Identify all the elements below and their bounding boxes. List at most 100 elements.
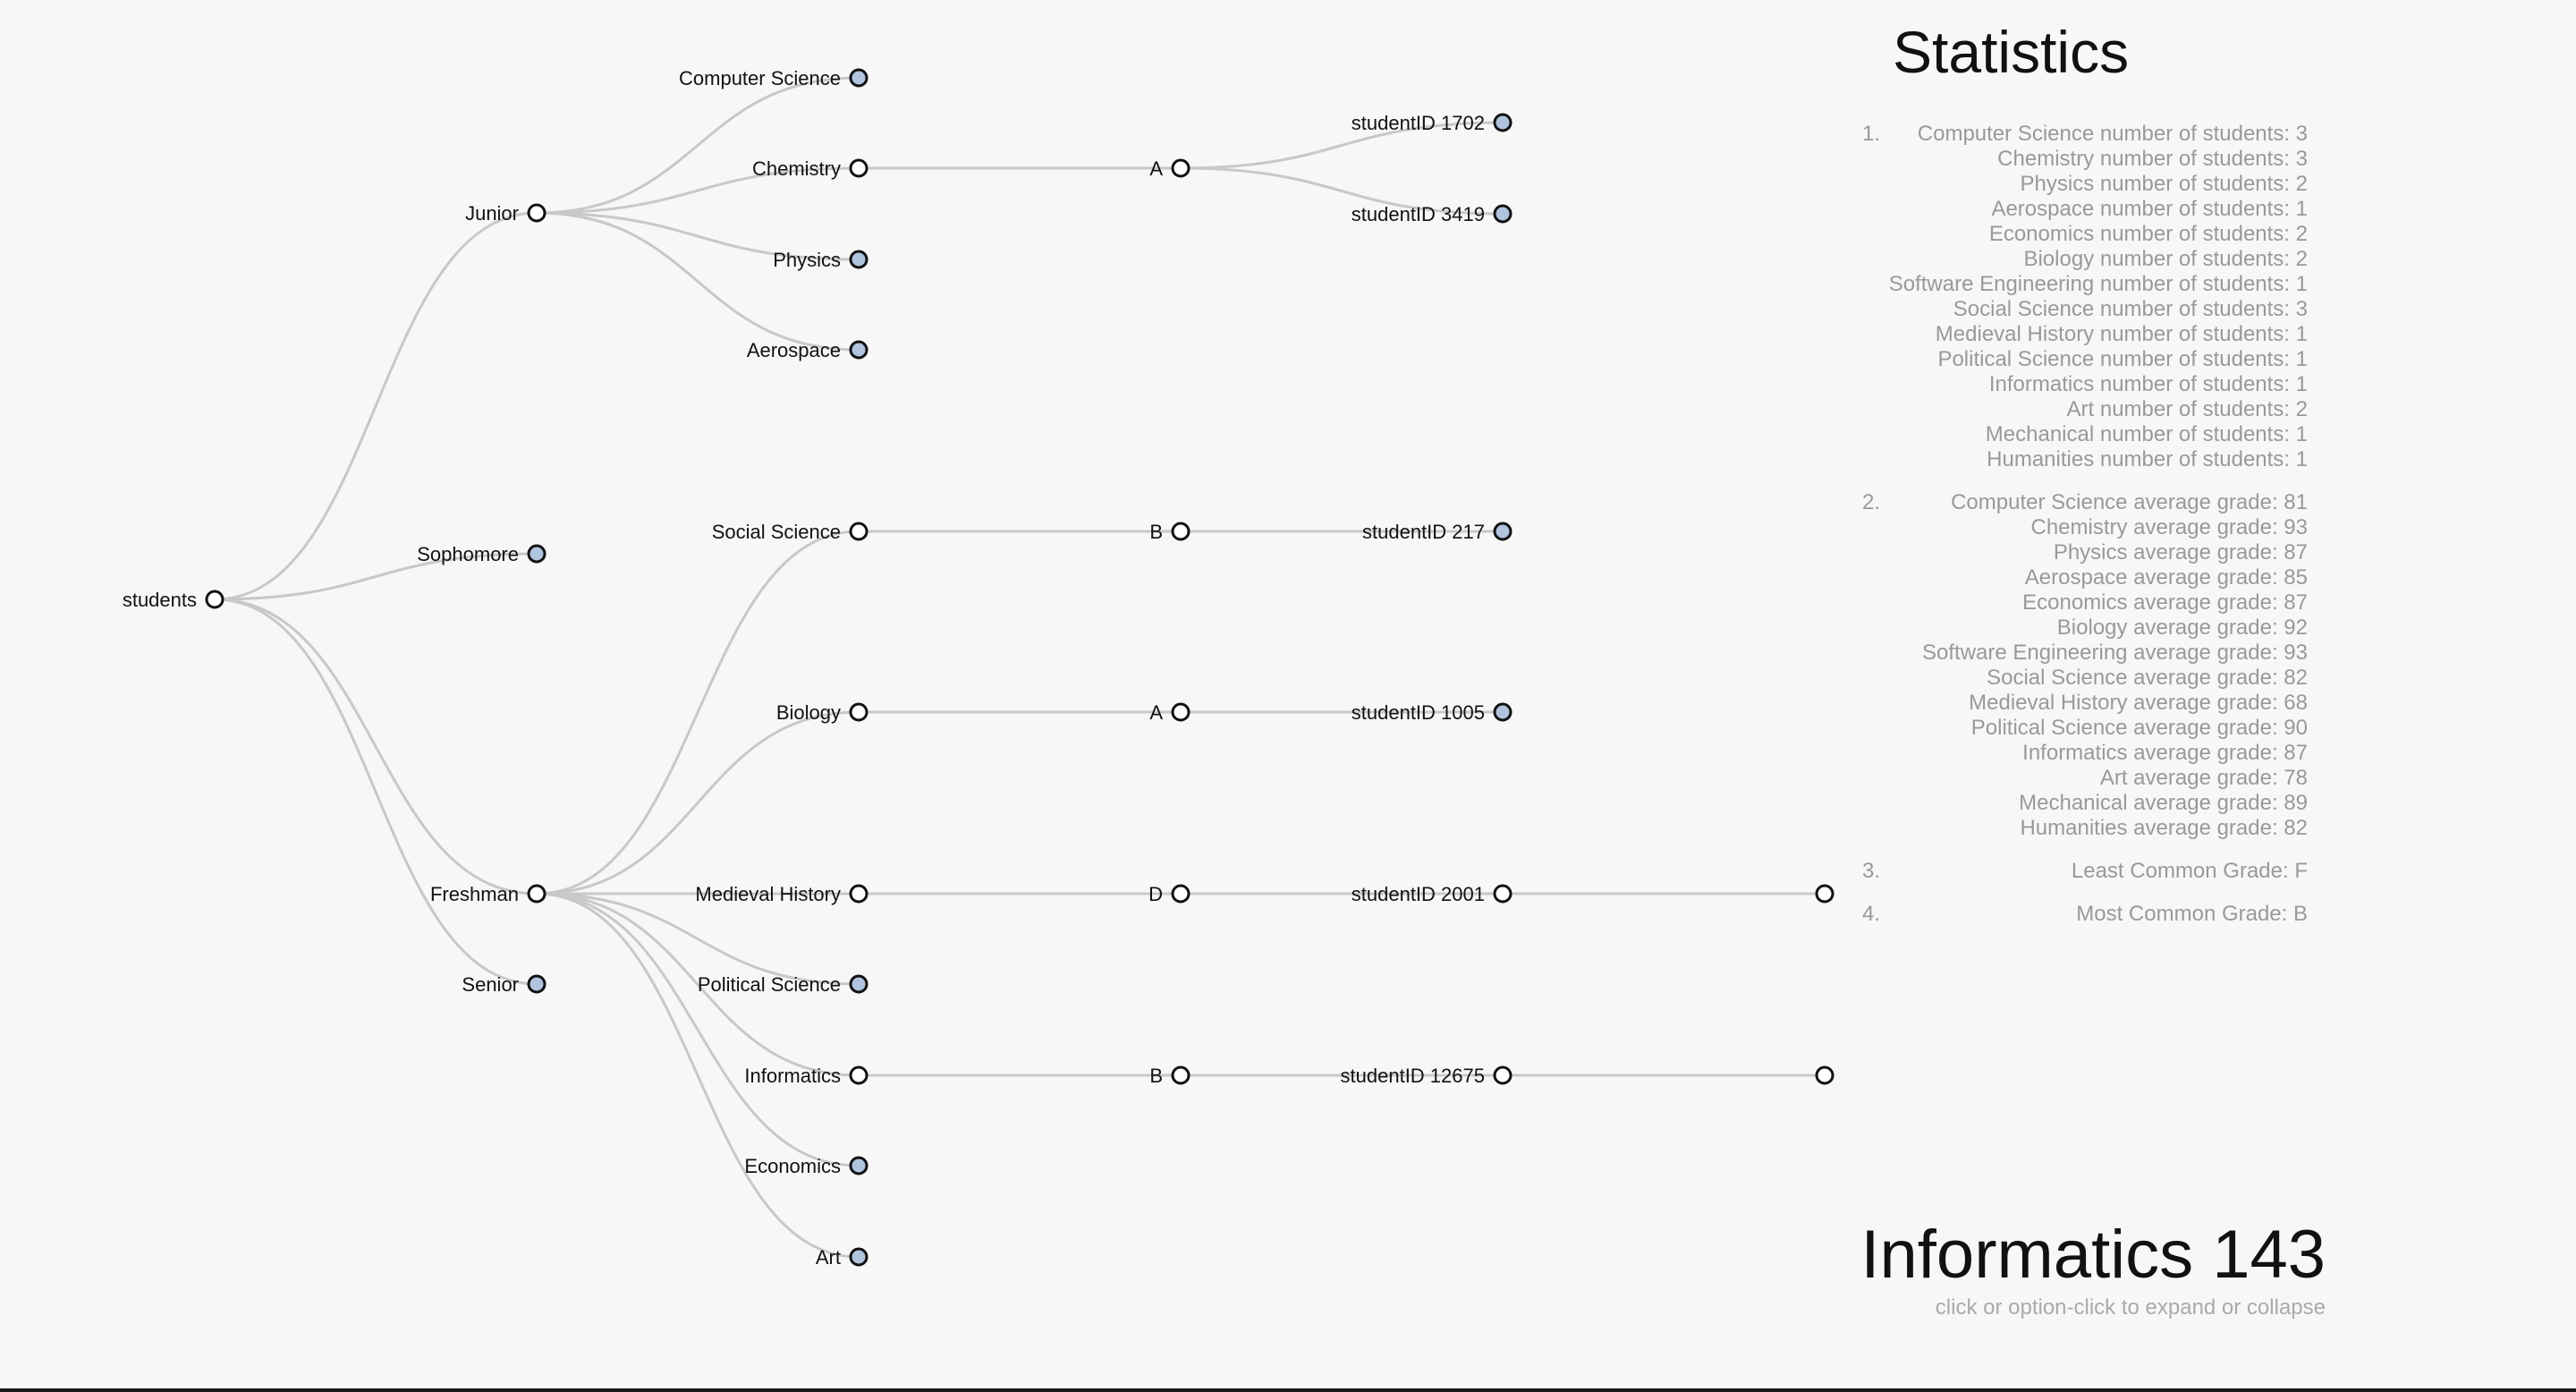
tree-node-major-biology[interactable]: Biology [776, 701, 869, 724]
tree-node-leaf-2-circle[interactable] [1815, 1065, 1835, 1085]
tree-node-studentid-2001[interactable]: studentID 2001 [1352, 883, 1513, 905]
tree-node-studentid-1702[interactable]: studentID 1702 [1352, 112, 1513, 134]
tree-node-grade-biology[interactable]: A [1149, 701, 1191, 724]
tree-node-year-junior-circle[interactable] [527, 203, 547, 223]
tree-link [1180, 166, 1504, 216]
tree-node-major-biology-label: Biology [776, 701, 841, 724]
tree-node-major-political-science-circle[interactable] [849, 974, 869, 994]
tree-node-year-sophomore-label: Sophomore [417, 543, 519, 565]
tree-link [536, 892, 860, 1077]
tree-node-studentid-3419-circle[interactable] [1493, 204, 1513, 224]
stats-item: Art number of students: 2 [2066, 397, 2308, 421]
tree-node-major-medieval-history[interactable]: Medieval History [695, 883, 869, 905]
tree-node-major-chemistry-label: Chemistry [752, 157, 841, 180]
tree-node-grade-medieval-history-label: D [1148, 883, 1163, 905]
tree-node-major-social-science-circle[interactable] [849, 522, 869, 541]
tree-node-grade-chemistry-circle[interactable] [1171, 158, 1191, 178]
tree-node-leaf-1[interactable] [1815, 884, 1835, 904]
tree-node-major-economics-circle[interactable] [849, 1156, 869, 1176]
tree-node-year-sophomore-circle[interactable] [527, 544, 547, 564]
tree-node-studentid-1005-circle[interactable] [1493, 702, 1513, 722]
tree-node-studentid-3419-label: studentID 3419 [1352, 203, 1485, 225]
tree-node-major-physics[interactable]: Physics [773, 249, 869, 271]
tree-node-grade-social-science[interactable]: B [1149, 521, 1191, 543]
tree-node-studentid-1702-circle[interactable] [1493, 113, 1513, 132]
stats-item: Humanities average grade: 82 [2020, 816, 2308, 840]
tree-node-studentid-3419[interactable]: studentID 3419 [1352, 203, 1513, 225]
stats-section-items: Least Common Grade: F [1852, 859, 2308, 884]
tree-node-grade-chemistry[interactable]: A [1149, 157, 1191, 180]
tree-node-studentid-217-label: studentID 217 [1362, 521, 1485, 543]
tree-link [536, 166, 860, 215]
tree-node-grade-informatics[interactable]: B [1149, 1065, 1191, 1087]
tree-node-major-physics-circle[interactable] [849, 250, 869, 269]
tree-node-year-senior-label: Senior [462, 973, 519, 996]
tree-link [536, 76, 860, 215]
tree-node-major-political-science-label: Political Science [698, 973, 841, 996]
tree-node-major-social-science[interactable]: Social Science [712, 521, 869, 543]
tree-node-year-junior-label: Junior [465, 202, 519, 225]
tree-node-major-art[interactable]: Art [816, 1246, 869, 1269]
tree-node-major-aerospace[interactable]: Aerospace [747, 339, 869, 361]
tree-link [536, 710, 860, 895]
stats-item: Medieval History average grade: 68 [1969, 691, 2308, 715]
tree-node-major-art-circle[interactable] [849, 1247, 869, 1267]
stats-section-number: 3. [1862, 859, 1881, 883]
tree-links [214, 76, 1825, 1259]
tree-node-grade-medieval-history-circle[interactable] [1171, 884, 1191, 904]
tree-node-studentid-12675-label: studentID 12675 [1341, 1065, 1485, 1087]
tree-node-major-medieval-history-circle[interactable] [849, 884, 869, 904]
tree-node-grade-biology-circle[interactable] [1171, 702, 1191, 722]
tree-node-major-economics[interactable]: Economics [744, 1155, 869, 1177]
tree-node-studentid-217-circle[interactable] [1493, 522, 1513, 541]
stats-section-number: 4. [1862, 902, 1881, 926]
tree-node-grade-informatics-circle[interactable] [1171, 1065, 1191, 1085]
tree-node-major-computer-science-circle[interactable] [849, 68, 869, 88]
tree-node-year-junior[interactable]: Junior [465, 202, 547, 225]
tree-node-studentid-2001-circle[interactable] [1493, 884, 1513, 904]
window-bottom-edge [0, 1388, 2576, 1392]
tree-node-studentid-217[interactable]: studentID 217 [1362, 521, 1513, 543]
tree-node-root-circle[interactable] [205, 590, 225, 609]
tree-node-major-chemistry-circle[interactable] [849, 158, 869, 178]
tree-node-studentid-1005[interactable]: studentID 1005 [1352, 701, 1513, 724]
tree-node-year-sophomore[interactable]: Sophomore [417, 543, 547, 565]
tree-node-major-biology-circle[interactable] [849, 702, 869, 722]
tree-node-major-informatics-circle[interactable] [849, 1065, 869, 1085]
tree-node-major-aerospace-circle[interactable] [849, 340, 869, 360]
tree-node-year-freshman-circle[interactable] [527, 884, 547, 904]
tree-node-studentid-12675[interactable]: studentID 12675 [1341, 1065, 1513, 1087]
hovered-node-label: Informatics 143 [1860, 1217, 2326, 1293]
stats-list: 1. Computer Science number of students: … [1852, 122, 2308, 945]
tree-link [536, 530, 860, 895]
tree-link [536, 211, 860, 352]
tree-node-grade-social-science-circle[interactable] [1171, 522, 1191, 541]
tree-node-leaf-2[interactable] [1815, 1065, 1835, 1085]
stats-item: Physics average grade: 87 [2053, 540, 2308, 564]
stats-section: 4. Most Common Grade: B [1852, 902, 2308, 927]
tree-node-leaf-1-circle[interactable] [1815, 884, 1835, 904]
tree-node-major-political-science[interactable]: Political Science [698, 973, 869, 996]
stats-item: Informatics number of students: 1 [1988, 372, 2308, 396]
tree-link [536, 892, 860, 1259]
stats-item: Biology average grade: 92 [2056, 615, 2308, 640]
tree-node-year-freshman[interactable]: Freshman [430, 883, 547, 905]
stats-item: Software Engineering average grade: 93 [1922, 641, 2308, 665]
tree-node-major-informatics-label: Informatics [744, 1065, 841, 1087]
tree-node-grade-medieval-history[interactable]: D [1148, 883, 1191, 905]
tree-node-year-senior-circle[interactable] [527, 974, 547, 994]
tree-node-grade-informatics-label: B [1149, 1065, 1163, 1087]
tree-link [214, 211, 538, 601]
tree-node-year-senior[interactable]: Senior [462, 973, 547, 996]
stats-section: 3. Least Common Grade: F [1852, 859, 2308, 884]
stats-item: Computer Science number of students: 3 [1917, 122, 2308, 146]
tree-node-major-economics-label: Economics [744, 1155, 841, 1177]
tree-node-major-physics-label: Physics [773, 249, 841, 271]
tree-node-major-informatics[interactable]: Informatics [744, 1065, 869, 1087]
tree-node-root[interactable]: students [123, 589, 225, 611]
tree-node-studentid-12675-circle[interactable] [1493, 1065, 1513, 1085]
tree-node-major-computer-science[interactable]: Computer Science [679, 67, 869, 89]
stats-item: Humanities number of students: 1 [1987, 447, 2308, 471]
tree-node-major-chemistry[interactable]: Chemistry [752, 157, 869, 180]
